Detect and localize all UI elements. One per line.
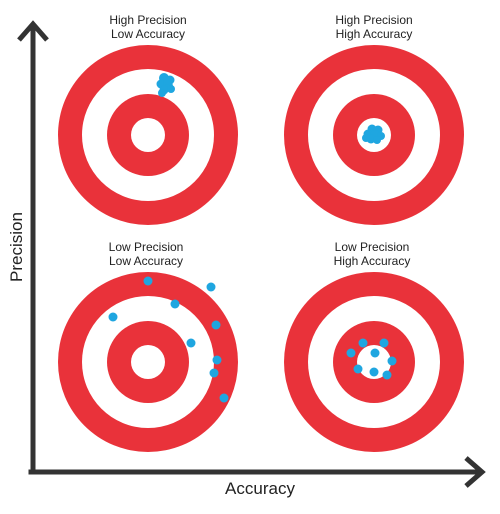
target-label-low-precision-high-accuracy: Low Precision High Accuracy xyxy=(292,240,452,268)
shot-scatter xyxy=(108,276,229,403)
target-label-line2: High Accuracy xyxy=(333,254,411,268)
y-axis-arrowhead xyxy=(17,20,49,42)
shot-dot xyxy=(209,368,219,378)
shot-dot xyxy=(211,320,221,330)
shot-dot xyxy=(206,282,216,292)
target-bullseye-white xyxy=(357,345,391,379)
target-label-low-precision-low-accuracy: Low Precision Low Accuracy xyxy=(66,240,226,268)
x-axis-label: Accuracy xyxy=(225,479,295,498)
target-label-line1: Low Precision xyxy=(108,240,184,254)
shot-dot xyxy=(362,134,370,142)
shot-dot xyxy=(382,370,392,380)
target-label-line2: Low Accuracy xyxy=(108,254,184,268)
shot-dot xyxy=(158,89,166,97)
target-high-precision-low-accuracy xyxy=(58,45,238,225)
shot-dot xyxy=(379,338,389,348)
target-bullseye-white xyxy=(131,118,165,152)
shot-scatter xyxy=(346,338,397,380)
shot-dot xyxy=(163,77,171,85)
shot-dot xyxy=(212,355,222,365)
shot-dot xyxy=(143,276,153,286)
target-high-precision-high-accuracy xyxy=(284,45,464,225)
axes xyxy=(17,20,486,488)
target-label-line1: High Precision xyxy=(335,13,413,27)
shot-dot xyxy=(358,338,368,348)
target-label-line1: Low Precision xyxy=(334,240,410,254)
shot-dot xyxy=(219,393,229,403)
shot-dot xyxy=(373,136,381,144)
target-label-line2: Low Accuracy xyxy=(110,27,186,41)
shot-dot xyxy=(387,356,397,366)
shot-cluster xyxy=(156,73,175,97)
target-bullseye-white xyxy=(131,345,165,379)
shot-dot xyxy=(346,348,356,358)
shot-dot xyxy=(170,299,180,309)
shot-dot xyxy=(370,348,380,358)
target-low-precision-low-accuracy xyxy=(58,272,238,452)
target-label-line2: High Accuracy xyxy=(335,27,413,41)
shot-dot xyxy=(353,364,363,374)
target-low-precision-high-accuracy xyxy=(284,272,464,452)
shot-dot xyxy=(108,312,118,322)
target-label-high-precision-low-accuracy: High Precision Low Accuracy xyxy=(68,13,228,41)
shot-dot xyxy=(369,367,379,377)
shot-dot xyxy=(186,338,196,348)
target-label-line1: High Precision xyxy=(109,13,187,27)
x-axis-arrowhead xyxy=(464,456,486,488)
y-axis-label: Precision xyxy=(7,212,26,282)
shot-dot xyxy=(167,85,175,93)
shot-cluster xyxy=(362,124,385,144)
target-label-high-precision-high-accuracy: High Precision High Accuracy xyxy=(294,13,454,41)
